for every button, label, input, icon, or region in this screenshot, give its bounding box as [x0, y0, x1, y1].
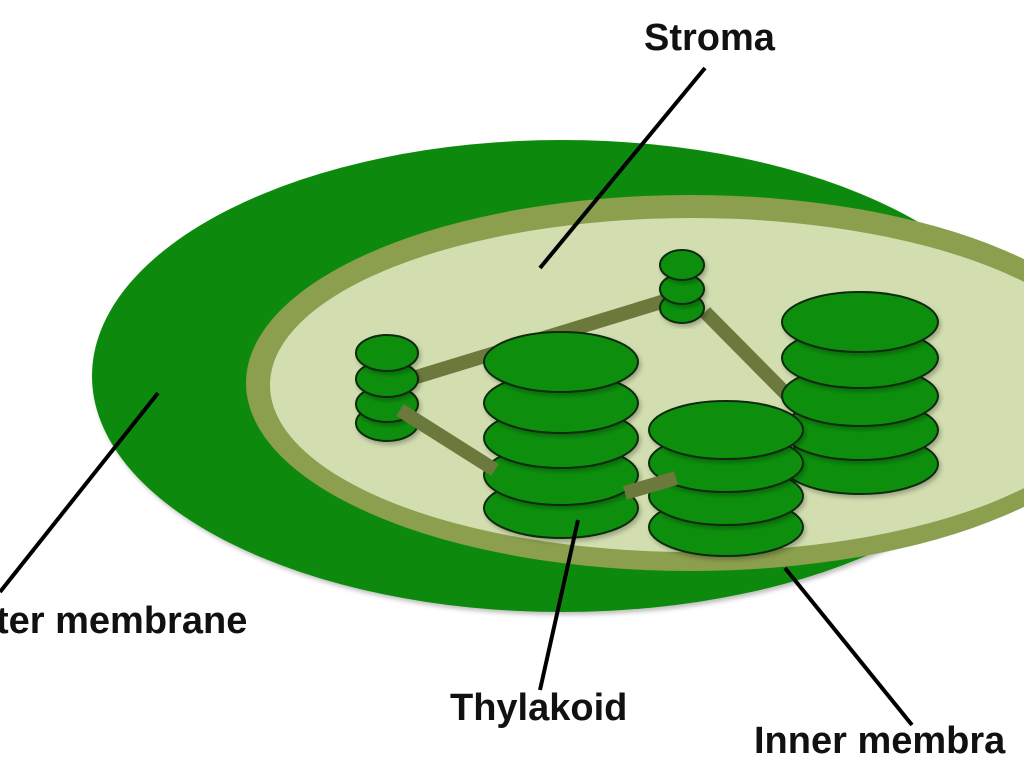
granum-stack	[648, 400, 804, 557]
granum-stack	[781, 291, 939, 495]
outer-membrane-leader-line	[0, 391, 160, 594]
granum-stack	[355, 334, 419, 442]
thylakoid-disc	[483, 331, 639, 393]
outer-membrane-label: ter membrane	[0, 600, 247, 642]
inner-membrane-label: Inner membra	[754, 720, 1006, 762]
lamella	[623, 471, 678, 500]
thylakoid-disc	[659, 249, 705, 281]
stroma-label: Stroma	[644, 17, 776, 59]
thylakoid-disc	[781, 291, 939, 353]
granum-stack	[659, 249, 705, 324]
granum-stack	[483, 331, 639, 539]
thylakoid-disc	[355, 334, 419, 372]
thylakoid-label: Thylakoid	[450, 687, 627, 729]
inner-membrane-leader-line	[783, 566, 914, 727]
thylakoid-disc	[648, 400, 804, 460]
lamella	[396, 404, 499, 476]
grana	[355, 249, 939, 557]
thylakoid-leader-line	[538, 519, 580, 691]
lamella	[700, 307, 802, 410]
stroma-leader-line	[538, 66, 707, 270]
stroma-lamellae-front	[396, 404, 678, 500]
